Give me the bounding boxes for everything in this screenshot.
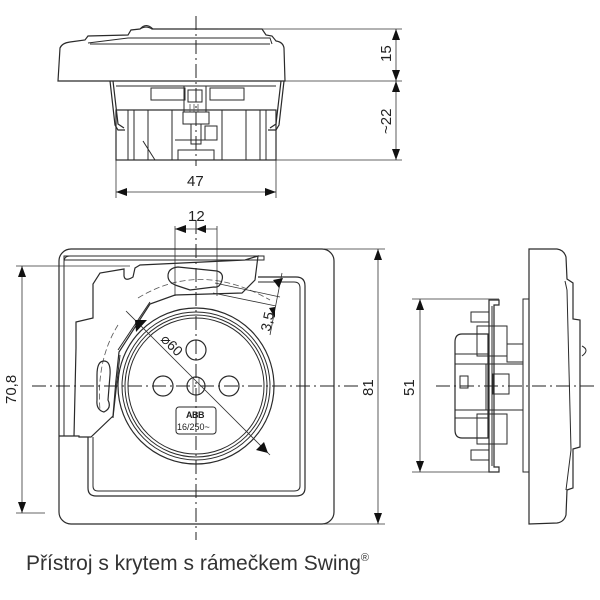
brand-label: ABB: [186, 410, 205, 420]
aperture: [87, 276, 306, 497]
caption: Přístroj s krytem s rámečkem Swing®: [26, 552, 369, 576]
side-view: 51: [401, 248, 595, 525]
indicator-nub: [139, 25, 154, 30]
left-slot: [96, 360, 111, 413]
registered-mark: ®: [360, 552, 370, 564]
dim-frame-height: 81: [360, 379, 377, 396]
rating-label: 16/250~: [177, 422, 210, 432]
caption-text: Přístroj s krytem s rámečkem Swing: [26, 552, 361, 575]
side-indicator-nub: [581, 345, 587, 357]
dim-mechanism-height: 51: [401, 379, 418, 396]
frame-outer: [58, 248, 335, 525]
top-view-mechanism: [109, 80, 285, 161]
dim-body-width: 47: [187, 173, 204, 190]
top-view-cover: [57, 26, 286, 82]
dim-diameter: ⌀60: [158, 331, 186, 359]
dim-slot-width: 12: [188, 208, 205, 225]
dim-cover-height: 15: [378, 45, 395, 62]
dim-body-depth: ~22: [378, 109, 395, 134]
cover-edge-line: [87, 37, 273, 45]
dim-clearance: 3,5: [257, 310, 277, 333]
front-view: ABB 16/250~ ⌀60 12 3,5 70,8: [3, 208, 385, 540]
top-view: 15 ~22 47: [57, 16, 402, 198]
frame-inner: [63, 255, 265, 261]
dim-inner-height: 70,8: [3, 375, 20, 404]
top-slot: [167, 266, 224, 291]
hinged-cover: [59, 255, 259, 438]
